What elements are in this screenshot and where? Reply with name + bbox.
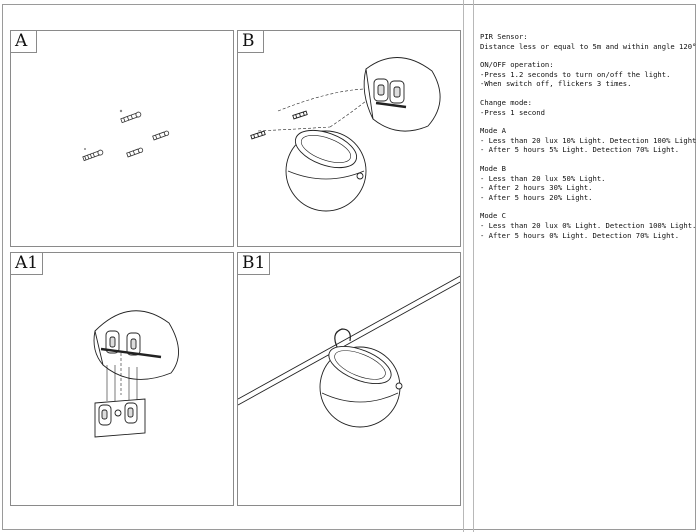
panel-b1-label: B1 <box>238 253 271 275</box>
notes-line: - Less than 20 lux 50% Light. <box>480 173 606 183</box>
notes-heading: Mode B <box>480 163 506 173</box>
lamp-lens <box>294 129 358 169</box>
notes-heading: Mode A <box>480 126 506 136</box>
notes-line: - After 5 hours 20% Light. <box>480 192 593 202</box>
screw-icon <box>292 110 308 120</box>
page-divider-line-2 <box>473 0 474 532</box>
notes-line: Distance less or equal to 5m and within … <box>480 41 697 51</box>
panel-a1-label: A1 <box>11 253 44 275</box>
panel-a-label: A <box>11 31 37 53</box>
screw-icon <box>82 149 104 162</box>
panel-a1: A1 <box>10 252 234 506</box>
notes-heading: PIR Sensor: <box>480 32 528 41</box>
notes-heading: Mode C <box>480 211 506 221</box>
notes-group: Mode A- Less than 20 lux 10% Light. Dete… <box>480 126 698 155</box>
notes-line: - Less than 20 lux 10% Light. Detection … <box>480 135 698 145</box>
mounting-exploded-illustration <box>250 57 441 212</box>
screw-icon <box>250 130 266 140</box>
lamp-lens <box>328 345 392 385</box>
screw-icon <box>126 147 144 158</box>
bracket-attach-illustration <box>93 310 179 438</box>
page-divider-line <box>463 0 464 532</box>
notes-line: - After 5 hours 5% Light. Detection 70% … <box>480 145 680 155</box>
notes-heading: ON/OFF operation: <box>480 60 554 70</box>
notes-group: ON/OFF operation:-Press 1.2 seconds to t… <box>480 60 692 89</box>
hook-icon <box>334 328 351 350</box>
panel-b-label: B <box>238 31 264 53</box>
notes-group: Mode C- Less than 20 lux 0% Light. Detec… <box>480 211 697 240</box>
screw-icon <box>120 111 142 124</box>
notes-line: -When switch off, flickers 3 times. <box>480 79 632 89</box>
panel-b: B <box>237 30 461 247</box>
notes-line: -Press 1.2 seconds to turn on/off the li… <box>480 69 671 79</box>
instructions-notes: PIR Sensor:Distance less or equal to 5m … <box>480 32 698 249</box>
pir-sensor-icon <box>395 382 403 390</box>
screw-icon <box>152 130 170 141</box>
rail-mount-illustration <box>238 275 460 428</box>
outer-frame <box>2 4 696 530</box>
notes-line: - Less than 20 lux 0% Light. Detection 1… <box>480 220 697 230</box>
panel-a: A <box>10 30 234 247</box>
notes-group: PIR Sensor:Distance less or equal to 5m … <box>480 32 697 51</box>
pir-sensor-icon <box>356 172 364 180</box>
screws-illustration <box>82 109 170 162</box>
notes-heading: Change mode: <box>480 97 532 107</box>
notes-line: -Press 1 second <box>480 107 545 117</box>
panel-b1: B1 <box>237 252 461 506</box>
notes-group: Change mode:-Press 1 second <box>480 98 692 117</box>
notes-group: Mode B- Less than 20 lux 50% Light.- Aft… <box>480 164 692 202</box>
notes-line: - After 5 hours 0% Light. Detection 70% … <box>480 230 680 240</box>
notes-line: - After 2 hours 30% Light. <box>480 183 593 193</box>
